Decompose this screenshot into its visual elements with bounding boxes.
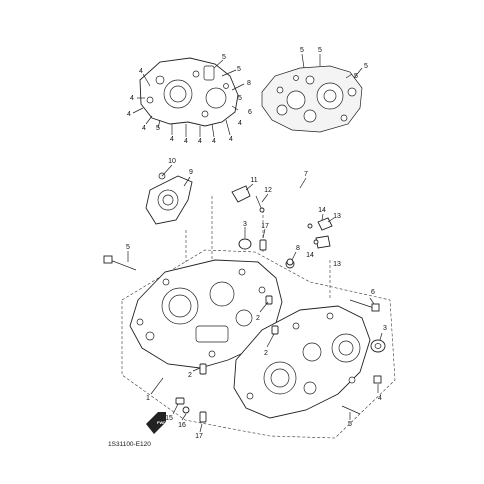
callout-5: 5 xyxy=(237,66,241,73)
callout-6: 6 xyxy=(371,289,375,296)
right-crankcase xyxy=(233,305,371,419)
small-parts xyxy=(103,185,386,423)
callout-numbers: 4 4 4 4 5 4 4 4 4 4 5 5 8 5 6 4 5 5 5 5 … xyxy=(126,47,387,440)
callout-14: 14 xyxy=(318,207,326,214)
callout-5: 5 xyxy=(318,47,322,54)
callout-2: 2 xyxy=(188,372,192,379)
callout-16: 16 xyxy=(178,422,186,429)
callout-2: 2 xyxy=(264,350,268,357)
callout-8: 8 xyxy=(247,80,251,87)
callout-17: 17 xyxy=(261,223,269,230)
callout-15: 15 xyxy=(165,415,173,422)
callout-4: 4 xyxy=(378,395,382,402)
callout-7: 7 xyxy=(304,171,308,178)
callout-17: 17 xyxy=(195,433,203,440)
callout-4: 4 xyxy=(229,136,233,143)
callout-5: 5 xyxy=(156,125,160,132)
callout-2: 2 xyxy=(256,315,260,322)
callout-4: 4 xyxy=(130,95,134,102)
callout-5: 5 xyxy=(126,244,130,251)
callout-6: 6 xyxy=(248,109,252,116)
callout-4: 4 xyxy=(184,138,188,145)
bearing-retainer-plate xyxy=(145,172,193,225)
fwd-label: FWD xyxy=(157,420,166,425)
callout-3: 3 xyxy=(383,325,387,332)
callout-5: 5 xyxy=(222,54,226,61)
breather-hose xyxy=(285,170,396,269)
callout-12: 12 xyxy=(264,187,272,194)
callout-11: 11 xyxy=(250,177,257,184)
callout-4: 4 xyxy=(198,138,202,145)
callout-5: 5 xyxy=(354,73,358,80)
callout-4: 4 xyxy=(238,120,242,127)
assembly-dashed-boundary xyxy=(121,196,396,439)
callout-5: 5 xyxy=(300,47,304,54)
callout-13: 13 xyxy=(333,213,341,220)
callout-4: 4 xyxy=(170,136,174,143)
callout-8: 8 xyxy=(296,245,300,252)
callout-5: 5 xyxy=(238,95,242,102)
callout-5: 5 xyxy=(348,421,352,428)
right-case-reference-view xyxy=(261,65,363,133)
callout-13: 13 xyxy=(333,261,341,268)
callout-4: 4 xyxy=(142,125,146,132)
callout-9: 9 xyxy=(189,169,193,176)
top-leader-lines xyxy=(132,53,363,138)
main-leader-lines xyxy=(127,164,383,433)
callout-4: 4 xyxy=(212,138,216,145)
callout-3: 3 xyxy=(243,221,247,228)
forward-arrow-icon: FWD xyxy=(146,412,166,434)
callout-1: 1 xyxy=(146,395,150,402)
callout-5: 5 xyxy=(364,63,368,70)
diagram-code: 1S31100-E120 xyxy=(108,441,151,448)
callout-10: 10 xyxy=(168,158,176,165)
left-case-reference-view xyxy=(139,57,239,127)
callout-4: 4 xyxy=(139,68,143,75)
callout-14: 14 xyxy=(306,252,314,259)
callout-4: 4 xyxy=(127,111,131,118)
